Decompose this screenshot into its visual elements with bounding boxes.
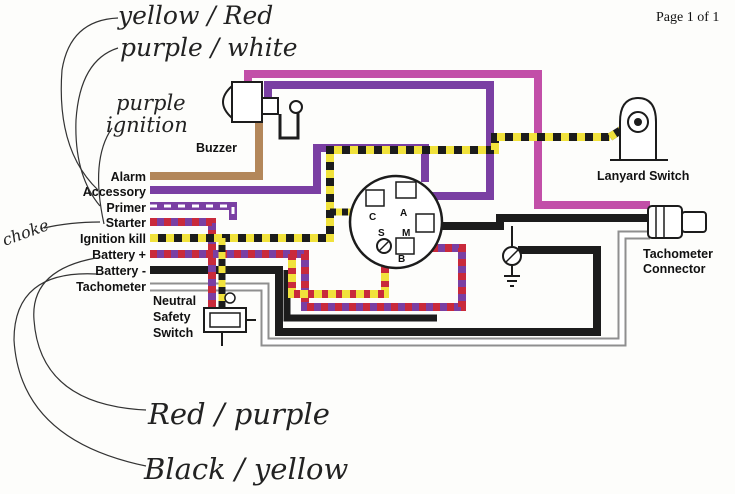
wire-starter-stripe: [150, 218, 216, 310]
wire-label-alarm: Alarm: [111, 170, 146, 184]
terminal-a-block: [395, 181, 417, 199]
wire-label-accessory: Accessory: [83, 185, 146, 199]
wire-label-battery-minus: Battery -: [95, 264, 146, 278]
lanyard-switch: [610, 96, 668, 161]
neutral-label-3: Switch: [153, 326, 193, 340]
terminal-c-label: C: [369, 212, 376, 223]
tachometer-connector-label-1: Tachometer: [643, 247, 713, 261]
note-yellow-red: yellow / Red: [117, 1, 273, 30]
wire-primer: [150, 202, 237, 220]
wire-ignition-kill-stripe: [150, 133, 610, 242]
note-purple: purple: [116, 91, 186, 115]
lanyard-switch-label: Lanyard Switch: [597, 169, 689, 183]
wire-accessory: [150, 144, 429, 194]
page-number: Page 1 of 1: [656, 10, 719, 25]
buzzer-body: [231, 81, 263, 123]
handwritten-leader-lines: [13, 17, 147, 467]
neutral-label-2: Safety: [153, 310, 191, 324]
neutral-screw-icon: [224, 292, 236, 304]
neutral-safety-switch: [203, 292, 256, 346]
neutral-label-1: Neutral: [153, 294, 196, 308]
ignition-switch: [348, 174, 444, 270]
wire-alarm: [150, 120, 263, 180]
terminal-b-label: B: [398, 254, 405, 265]
terminal-m-label: M: [402, 228, 410, 239]
note-choke: choke: [0, 215, 51, 249]
note-black-yellow: Black / yellow: [143, 452, 348, 486]
wire-ground-bus: [420, 214, 650, 230]
tachometer-connector-body: [647, 205, 683, 239]
terminal-m-block: [415, 213, 435, 233]
wire-label-ignition-kill: Ignition kill: [80, 232, 146, 246]
wires: [150, 70, 650, 347]
terminal-s-label: S: [378, 228, 385, 239]
terminal-c-block: [365, 189, 385, 207]
wire-label-battery-plus: Battery +: [92, 248, 146, 262]
note-purple-white: purple / white: [120, 33, 298, 62]
wire-battery-minus-2: [283, 270, 437, 322]
wire-magenta: [244, 70, 650, 209]
buzzer-bracket: [278, 113, 300, 140]
tachometer-connector-label-2: Connector: [643, 262, 706, 276]
wire-label-starter: Starter: [106, 216, 146, 230]
buzzer-dome: [222, 85, 233, 119]
buzzer-label: Buzzer: [196, 141, 237, 155]
wire-tachometer-core: [150, 232, 650, 345]
terminal-a-label: A: [400, 208, 407, 219]
tachometer-connector-tip: [681, 211, 707, 233]
wire-purple-ignition: [264, 81, 494, 200]
terminal-b-block: [395, 237, 415, 255]
wire-label-tachometer: Tachometer: [76, 280, 146, 294]
wire-battery-minus: [150, 246, 601, 336]
wire-labels: Alarm Accessory Primer Starter Ignition …: [76, 170, 146, 294]
tachometer-connector: [647, 205, 707, 239]
buzzer-screw-icon: [289, 100, 303, 114]
wire-label-primer: Primer: [106, 201, 146, 215]
wire-yellow-red-stripe: [288, 254, 389, 298]
buzzer: [222, 81, 303, 140]
terminal-screw-slot: [378, 240, 390, 252]
note-ignition: ignition: [106, 113, 188, 137]
wire-battery-plus-stripe: [150, 244, 466, 311]
neutral-safety-switch-body: [203, 307, 247, 333]
note-red-purple: Red / purple: [147, 397, 330, 431]
buzzer-terminal: [261, 97, 279, 115]
ground-symbol-icon: [502, 246, 522, 287]
